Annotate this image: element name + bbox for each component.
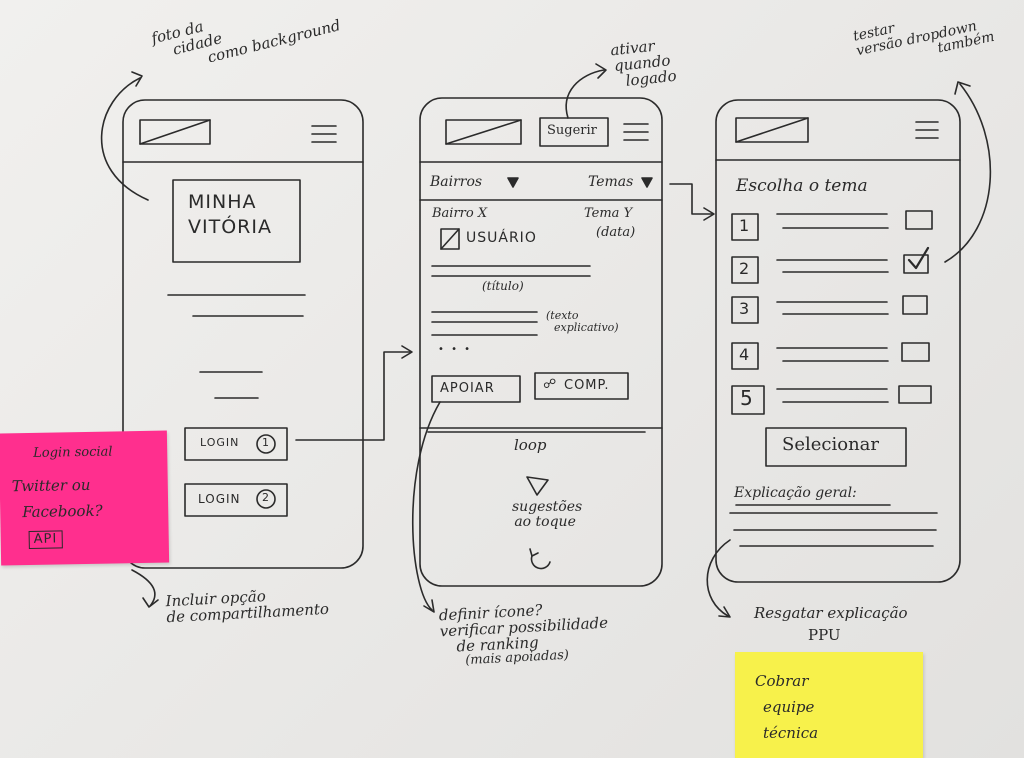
post-topic-label: Tema Y bbox=[584, 206, 633, 221]
theme-number-1: 1 bbox=[739, 216, 750, 235]
note-text: (título) bbox=[482, 279, 524, 293]
phone1-logo-placeholder bbox=[139, 119, 211, 145]
filter-label: Temas bbox=[588, 174, 634, 190]
phone3-theme-rows bbox=[731, 210, 933, 415]
phone2-user-label: USUÁRIO bbox=[466, 231, 537, 246]
share-label: COMP. bbox=[564, 378, 610, 393]
phone2-support-box bbox=[431, 375, 521, 403]
number-text: 4 bbox=[739, 345, 750, 364]
sticky-yellow-line: equipe bbox=[763, 698, 815, 716]
support-label: APOIAR bbox=[440, 381, 495, 396]
post-neighborhood-label: Bairro X bbox=[432, 206, 488, 221]
note-line: (texto bbox=[546, 309, 579, 322]
phone1-menu-icon bbox=[311, 125, 337, 143]
phone2-frame bbox=[419, 97, 663, 587]
phone1-login2-badge: 2 bbox=[262, 492, 270, 504]
post-date-label: (data) bbox=[596, 225, 636, 240]
number-text: 1 bbox=[739, 216, 750, 235]
phone1-login2-box bbox=[184, 483, 288, 517]
theme-number-5: 5 bbox=[740, 388, 753, 409]
sticky-note-pink: Login social Twitter ou Facebook? API bbox=[0, 430, 170, 566]
filter-label: Bairros bbox=[430, 174, 483, 190]
user-name: USUÁRIO bbox=[466, 230, 537, 246]
phone1-login2-button[interactable]: LOGIN bbox=[198, 493, 241, 506]
phone3-heading: Escolha o tema bbox=[736, 176, 868, 196]
theme-number-3: 3 bbox=[739, 299, 750, 318]
share-icon: ☍ bbox=[543, 377, 558, 392]
number-text: 2 bbox=[739, 259, 750, 278]
sticky-pink-line: Twitter ou bbox=[11, 475, 91, 496]
suggestions-line: ao toque bbox=[514, 513, 576, 530]
phone2-share-box bbox=[534, 372, 629, 400]
select-label: Selecionar bbox=[782, 434, 879, 455]
login1-label: LOGIN bbox=[200, 436, 240, 449]
phone2-support-button[interactable]: APOIAR bbox=[440, 382, 495, 396]
phone2-post-topic: Tema Y bbox=[584, 207, 632, 221]
phone2-filter-topics[interactable]: Temas bbox=[588, 175, 633, 190]
phone1-login1-box bbox=[184, 427, 288, 461]
checkmark-icon bbox=[907, 246, 930, 270]
sticky-yellow-line: Cobrar bbox=[755, 672, 809, 690]
phone3-general-explanation: Explicação geral: bbox=[734, 486, 857, 501]
sticky-note-yellow: Cobrar equipe técnica bbox=[735, 652, 923, 758]
number-text: 3 bbox=[739, 299, 750, 318]
theme-number-4: 4 bbox=[739, 345, 750, 364]
loop-text: loop bbox=[514, 436, 547, 454]
note-line: explicativo) bbox=[554, 320, 619, 334]
phone2-post-neighborhood: Bairro X bbox=[432, 207, 487, 221]
phone2-text-note: (texto explicativo) bbox=[546, 310, 619, 333]
suggest-label: Sugerir bbox=[547, 123, 597, 138]
phone1-frame bbox=[122, 99, 364, 569]
phone2-filter-neighborhood[interactable]: Bairros bbox=[430, 175, 482, 190]
phone1-title-line: VITÓRIA bbox=[188, 215, 272, 238]
phone2-share-button[interactable]: COMP. bbox=[564, 379, 609, 393]
phone2-suggest-button[interactable]: Sugerir bbox=[547, 124, 597, 138]
login2-label: LOGIN bbox=[198, 492, 241, 506]
phone2-title-note: (título) bbox=[482, 280, 524, 293]
theme-number-2: 2 bbox=[739, 259, 750, 278]
phone3-logo-placeholder bbox=[735, 117, 809, 143]
phone1-title-box bbox=[172, 179, 301, 263]
sticky-pink-boxed: API bbox=[28, 530, 63, 549]
phone2-menu-icon bbox=[623, 123, 649, 141]
phone2-suggestions-label: sugestões ao toque bbox=[508, 500, 582, 529]
phone3-menu-icon bbox=[915, 121, 939, 139]
heading-text: Escolha o tema bbox=[736, 176, 868, 196]
phone2-suggest-box bbox=[539, 117, 609, 147]
badge-number: 1 bbox=[262, 436, 270, 449]
sticky-pink-line: Facebook? bbox=[22, 501, 103, 522]
suggestions-line: sugestões bbox=[512, 499, 583, 515]
explanation-label: Explicação geral: bbox=[734, 485, 857, 501]
phone1-login1-badge: 1 bbox=[262, 437, 270, 449]
annotation-icon-ranking: definir ícone? verificar possibilidade d… bbox=[438, 600, 610, 670]
annotation-line: PPU bbox=[808, 625, 841, 644]
phone2-post-date: (data) bbox=[596, 226, 635, 240]
annotation-activate-logged: ativar quando logado bbox=[609, 37, 677, 91]
phone1-title: MINHA VITÓRIA bbox=[188, 190, 272, 239]
phone2-avatar-placeholder bbox=[440, 228, 460, 250]
phone3-select-box bbox=[765, 427, 907, 467]
ellipsis-text: • • • bbox=[438, 344, 473, 355]
badge-number: 2 bbox=[262, 491, 270, 504]
phone1-title-line: MINHA bbox=[188, 191, 257, 213]
number-text: 5 bbox=[740, 386, 753, 410]
phone2-logo-placeholder bbox=[445, 119, 522, 145]
phone2-ellipsis: • • • bbox=[438, 344, 473, 356]
annotation-recover-explanation: Resgatar explicação PPU bbox=[754, 604, 908, 644]
phone3-frame bbox=[715, 99, 961, 583]
phone1-login1-button[interactable]: LOGIN bbox=[200, 437, 239, 449]
phone3-select-button[interactable]: Selecionar bbox=[782, 434, 879, 455]
sticky-yellow-line: técnica bbox=[763, 724, 819, 742]
phone2-loop-label: loop bbox=[514, 436, 547, 454]
sticky-pink-line: Login social bbox=[33, 444, 113, 461]
annotation-line: Resgatar explicação bbox=[754, 604, 908, 622]
